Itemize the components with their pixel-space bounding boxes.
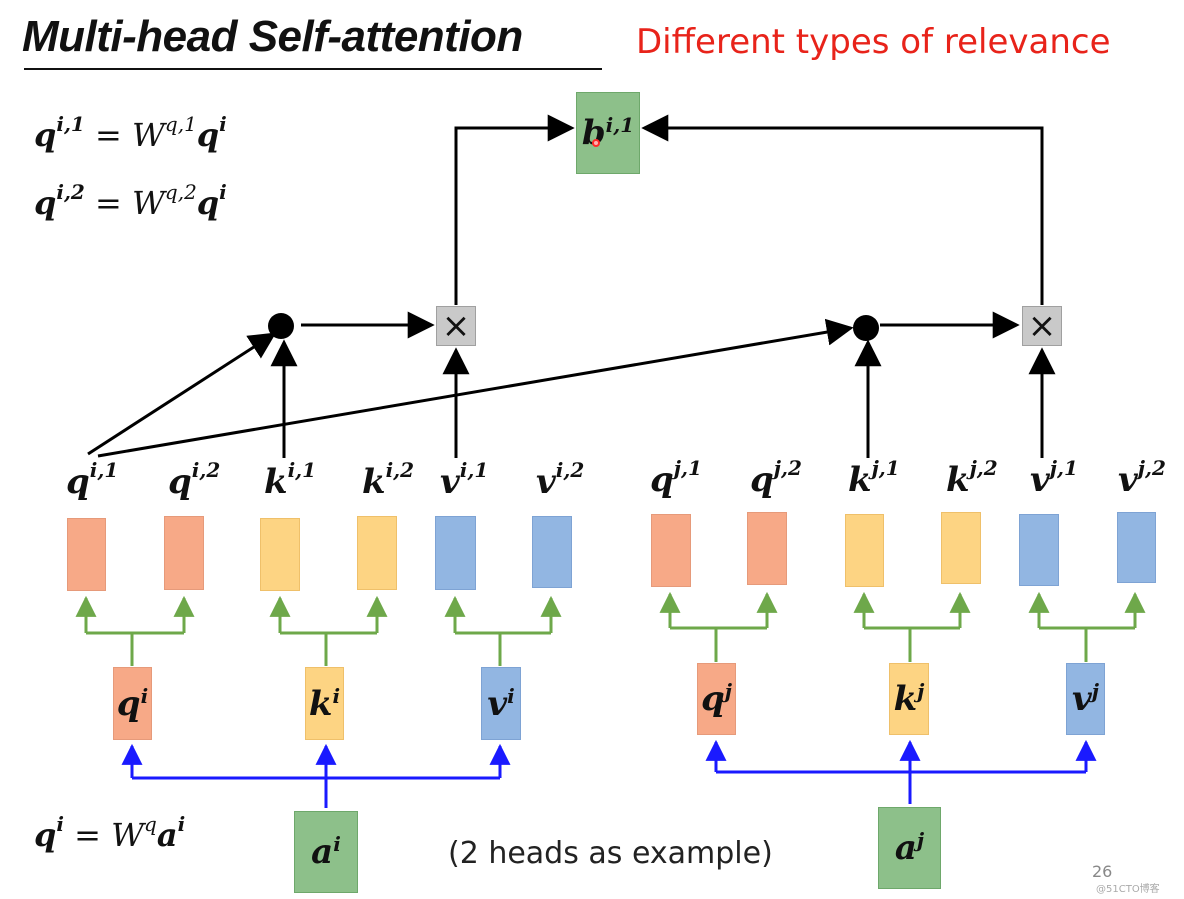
head-vector-k-j1: [845, 514, 884, 587]
title-underline: [24, 68, 602, 70]
label-k-i2: ki,2: [362, 458, 415, 502]
head-vector-q-j1: [651, 514, 691, 587]
label-q-i1: qi,1: [66, 458, 119, 502]
equation-q-i2: qi,2 = Wq,2qi: [34, 180, 227, 222]
dot-product-node-i: [268, 313, 294, 339]
split-lines-j: [659, 591, 1146, 662]
input-lines-j: [705, 739, 1097, 804]
caption: (2 heads as example): [448, 836, 773, 871]
head-vector-k-i2: [357, 516, 397, 590]
input-lines-i: [121, 743, 511, 808]
head-vector-v-i2: [532, 516, 572, 588]
label-q-i2: qi,2: [168, 458, 221, 502]
equation-q-i: qi = Wqai: [34, 812, 186, 854]
head-vector-k-i1: [260, 518, 300, 591]
dot-product-node-j: [853, 315, 879, 341]
label-v-j2: vj,2: [1118, 456, 1166, 500]
attention-lines: [87, 114, 1056, 458]
multiply-node-i: ×: [436, 306, 476, 346]
head-vector-v-j1: [1019, 514, 1059, 586]
label-k-i1: ki,1: [264, 458, 317, 502]
head-vector-v-i1: [435, 516, 476, 590]
subtitle: Different types of relevance: [636, 22, 1111, 62]
head-vector-q-i1: [67, 518, 106, 591]
label-k-j1: kj,1: [848, 456, 900, 500]
label-k-j2: kj,2: [946, 456, 998, 500]
label-v-j1: vj,1: [1030, 456, 1078, 500]
multiply-node-j: ×: [1022, 306, 1062, 346]
split-lines-i: [75, 595, 562, 666]
page-number: 26: [1092, 862, 1113, 881]
head-vector-v-j2: [1117, 512, 1156, 583]
watermark: @51CTO博客: [1096, 884, 1160, 895]
head-vector-q-j2: [747, 512, 787, 585]
page-title: Multi-head Self-attention: [22, 12, 523, 61]
label-v-i2: vi,2: [536, 458, 585, 502]
pointer-indicator: [592, 139, 600, 147]
label-q-j1: qj,1: [650, 456, 702, 500]
head-vector-k-j2: [941, 512, 981, 584]
head-vector-q-i2: [164, 516, 204, 590]
label-q-j2: qj,2: [750, 456, 802, 500]
label-v-i1: vi,1: [440, 458, 489, 502]
equation-q-i1: qi,1 = Wq,1qi: [34, 112, 227, 154]
